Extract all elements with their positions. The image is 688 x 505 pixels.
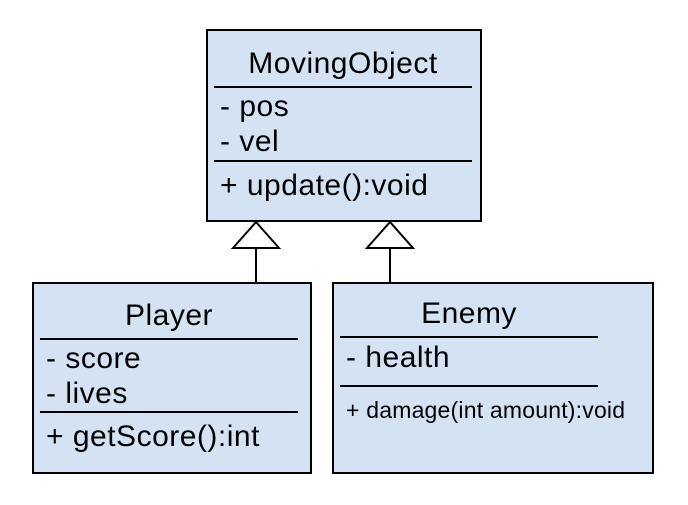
method-row: + damage(int amount):void [346,397,626,423]
title-separator [340,336,598,338]
title-separator [40,338,298,340]
attribute-row: - score [46,342,142,375]
player-inheritance-arrowhead-icon [230,220,282,249]
class-title: MovingObject [248,47,438,80]
title-separator [214,86,472,88]
attributes-separator [214,160,472,162]
attributes-separator [40,411,298,413]
class-box-movingobject: MovingObject - pos - vel + update():void [206,29,482,222]
class-title: Player [124,299,214,332]
method-row: + update():void [220,169,429,202]
class-box-movingobject-content: MovingObject - pos - vel + update():void [214,31,472,220]
methods-section: + getScore():int [40,413,298,472]
attribute-row: - pos [220,90,290,123]
enemy-inheritance-arrowhead-icon [364,220,416,249]
methods-section: + update():void [214,162,472,220]
class-box-enemy: Enemy - health + damage(int amount):void [332,282,654,474]
class-box-player-content: Player - score - lives + getScore():int [40,284,298,472]
attributes-section: - score - lives [40,340,298,411]
attribute-row: - lives [46,377,128,410]
attributes-section: - health [340,338,598,385]
methods-section: + damage(int amount):void [340,387,626,472]
class-box-player: Player - score - lives + getScore():int [32,282,312,474]
attributes-section: - pos - vel [214,88,472,160]
class-title: Enemy [421,297,517,330]
method-row: + getScore():int [46,420,260,453]
attribute-row: - health [346,341,451,374]
attributes-separator [340,385,598,387]
class-box-enemy-content: Enemy - health + damage(int amount):void [340,284,626,472]
attribute-row: - vel [220,125,280,158]
